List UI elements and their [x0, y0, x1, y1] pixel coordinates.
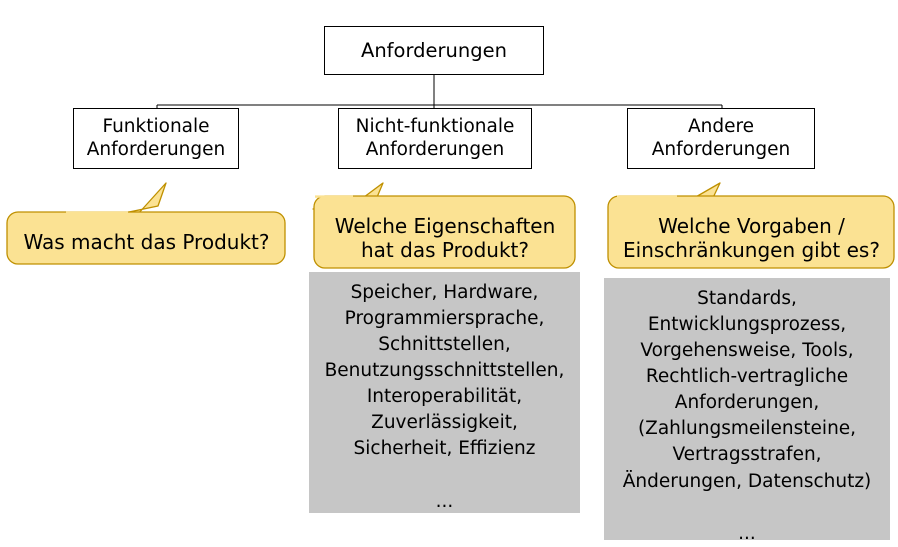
- callout-bubble-shape: [312, 182, 576, 269]
- callout-nicht-funktionale-text: Welche Eigenschaften hat das Produkt?: [334, 214, 556, 262]
- callout-funktionale[interactable]: Was macht das Produkt?: [6, 182, 287, 266]
- node-nicht-funktionale-anforderungen[interactable]: Nicht-funktionale Anforderungen: [338, 108, 532, 169]
- callout-bubble-shape: [607, 182, 895, 269]
- callout-funktionale-text: Was macht das Produkt?: [23, 230, 270, 254]
- callout-andere-text: Welche Vorgaben / Einschränkungen gibt e…: [623, 214, 880, 262]
- panel-andere-details: Standards, Entwicklungsprozess, Vorgehen…: [604, 278, 890, 544]
- callout-nicht-funktionale[interactable]: Welche Eigenschaften hat das Produkt?: [312, 182, 577, 270]
- panel-nicht-funktionale-details: Speicher, Hardware, Programmiersprache, …: [309, 272, 580, 513]
- callout-bubble-shape: [6, 182, 286, 265]
- callout-andere[interactable]: Welche Vorgaben / Einschränkungen gibt e…: [607, 182, 896, 270]
- node-funktionale-anforderungen[interactable]: Funktionale Anforderungen: [73, 108, 239, 169]
- node-andere-anforderungen[interactable]: Andere Anforderungen: [627, 108, 815, 169]
- node-anforderungen-root[interactable]: Anforderungen: [324, 26, 544, 75]
